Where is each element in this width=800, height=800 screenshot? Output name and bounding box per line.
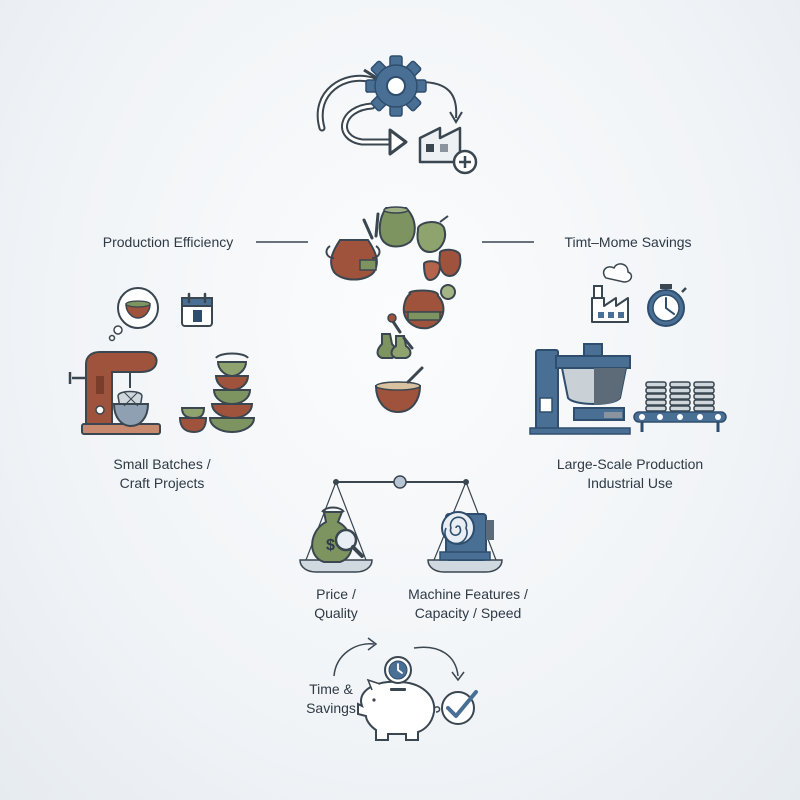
price-quality-label: Price / Quality (314, 586, 358, 621)
machine-features-label: Machine Features / Capacity / Speed (408, 586, 528, 621)
small-batches-label: Small Batches / Craft Projects (113, 456, 211, 491)
time-savings-bottom-label: Time & Savings (306, 681, 356, 716)
time-savings-label: Timt–Mome Savings (564, 234, 692, 250)
svg-text:$: $ (326, 537, 335, 554)
production-efficiency-label: Production Efficiency (102, 234, 234, 250)
large-scale-label: Large-Scale Production Industrial Use (556, 456, 704, 491)
